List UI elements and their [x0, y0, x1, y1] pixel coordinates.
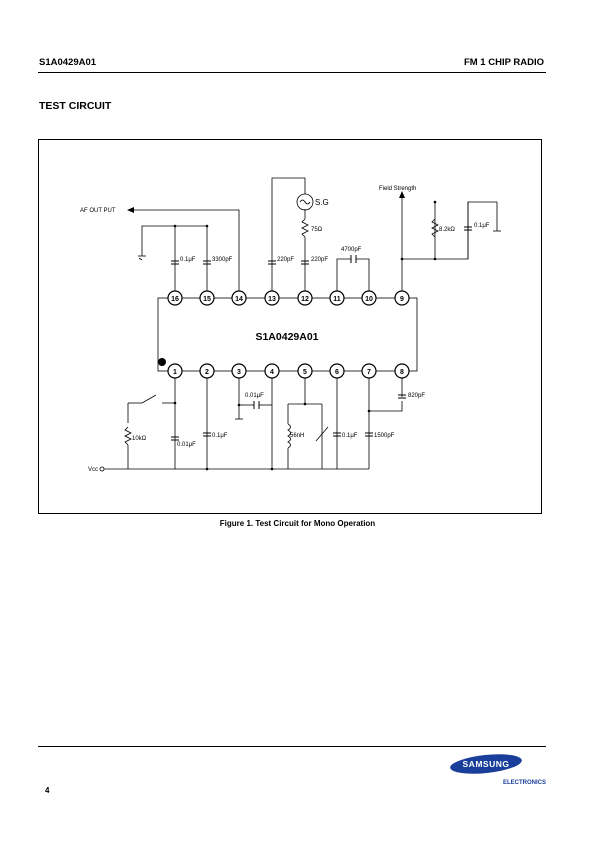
vcc-label: Vcc: [88, 467, 98, 473]
pin-label: 6: [335, 369, 339, 376]
pin-label: 11: [333, 296, 341, 303]
figure-frame: [38, 139, 542, 514]
c-8-label: 820pF: [408, 393, 425, 399]
c12-label: 220pF: [311, 257, 328, 263]
c-3-4-label: 0.01μF: [245, 393, 264, 399]
pin-label: 5: [303, 369, 307, 376]
pin-label: 7: [367, 369, 371, 376]
c-10-11-label: 4700pF: [341, 247, 362, 253]
pin-label: 15: [203, 296, 211, 303]
r-1-label: 10kΩ: [132, 436, 147, 442]
pin-label: 3: [237, 369, 241, 376]
pin-label: 8: [400, 369, 404, 376]
field-strength-label: Field Strength: [379, 186, 416, 192]
c15-label: 3300pF: [212, 257, 233, 263]
brand-name: SAMSUNG: [463, 759, 510, 769]
pin-label: 1: [173, 369, 177, 376]
l-5-label: 56nH: [290, 433, 304, 439]
page-number: 4: [45, 786, 50, 795]
brand-division: ELECTRONICS: [503, 780, 546, 786]
header-doc-code: S1A0429A01: [39, 57, 97, 68]
bottom-pins: 1 2 3 4 5 6 7 8: [167, 363, 410, 379]
pin-label: 12: [301, 296, 309, 303]
footer-rule: [38, 746, 546, 747]
pin-one-marker: [158, 358, 166, 366]
chip-label: S1A0429A01: [255, 331, 318, 343]
top-pins: 16 15 14 13 12 11 10 9: [167, 290, 410, 306]
pin-label: 2: [205, 369, 209, 376]
c-9-label: 0.1μF: [474, 223, 490, 229]
pin-label: 16: [171, 296, 179, 303]
sg-label: S.G: [315, 198, 329, 207]
c-6-label: 0.1μF: [342, 433, 358, 439]
pin-label: 10: [365, 296, 373, 303]
c-2-label: 0.1μF: [212, 433, 228, 439]
pin-label: 9: [400, 296, 404, 303]
c13-label: 220pF: [277, 257, 294, 263]
r-sg-label: 75Ω: [311, 227, 323, 233]
r-9-label: 8.2kΩ: [439, 227, 455, 233]
c-1-label: 0.01μF: [177, 442, 196, 448]
header-product: FM 1 CHIP RADIO: [463, 57, 544, 68]
figure-caption: Figure 1. Test Circuit for Mono Operatio…: [219, 519, 376, 528]
af-out-label: AF OUT PUT: [80, 208, 116, 214]
test-circuit-diagram: Vcc 16 15 14 13 12 11 10 9: [80, 177, 501, 473]
ic-body: [157, 297, 418, 372]
pin-label: 13: [268, 296, 276, 303]
c16-label: 0.1μF: [180, 257, 196, 263]
header-rule: [38, 72, 546, 73]
section-title: TEST CIRCUIT: [39, 100, 112, 112]
samsung-logo: SAMSUNG ELECTRONICS: [450, 754, 546, 786]
pin-label: 14: [235, 296, 243, 303]
c-7-label: 1500pF: [374, 433, 395, 439]
pin-label: 4: [270, 369, 274, 376]
